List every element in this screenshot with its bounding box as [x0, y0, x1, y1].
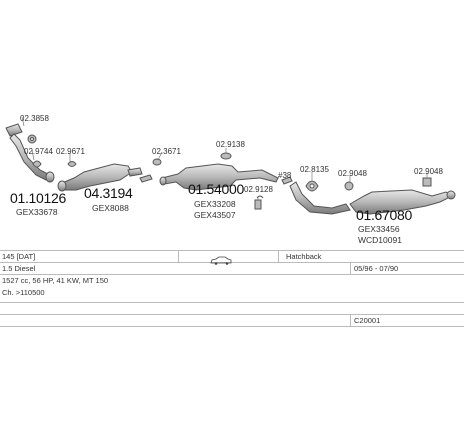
leader-lines: [21, 116, 428, 200]
car-icon: [210, 252, 232, 270]
exhaust-diagram: 02.3858 02.9744 02.9671 02.3671 02.9138 …: [5, 114, 456, 245]
info-row-4: [0, 302, 464, 303]
catalyst-shape: [57, 163, 143, 192]
fitting-label-2: 02.9744: [24, 147, 53, 156]
date-range-text: 05/96 - 07/90: [354, 264, 399, 273]
middle-silencer-shape: [159, 163, 279, 191]
fitting-6-shape: [254, 195, 264, 210]
vehicle-info-table: 145 [DAT] Hatchback 1.5 Diesel 05/96 - 0…: [0, 250, 464, 340]
part-number-2: 04.3194: [84, 185, 133, 201]
info-row-2: [0, 262, 464, 263]
chassis-text: Ch. >110500: [2, 288, 45, 297]
front-pipe: [5, 123, 55, 183]
info-row-3: [0, 274, 464, 275]
part-code-2: GEX8088: [92, 203, 129, 213]
fitting-7-shape: [281, 176, 293, 185]
rear-silencer-shape: [349, 189, 456, 215]
reference-text: C20001: [354, 316, 381, 325]
fitting-label-10: 02.9048: [414, 167, 443, 176]
part-number-4: 01.67080: [356, 207, 412, 223]
fitting-8-shape: [305, 180, 319, 192]
spec-text: 1527 cc, 56 HP, 41 KW, MT 150: [2, 276, 109, 285]
part-code-1: GEX33678: [16, 207, 58, 217]
part-code-4a: GEX33456: [358, 224, 400, 234]
fitting-label-1: 02.3858: [20, 114, 49, 123]
divider: [278, 250, 279, 262]
fitting-10-shape: [422, 177, 432, 187]
info-row-6: [0, 326, 464, 327]
fitting-label-6: 02.9128: [244, 185, 273, 194]
part-code-3b: GEX43507: [194, 210, 236, 220]
fitting-1-shape: [27, 134, 37, 144]
body-type-text: Hatchback: [286, 252, 322, 261]
fitting-2-shape: [32, 160, 42, 168]
fitting-label-7: #38: [278, 171, 292, 180]
model-text: 145 [DAT]: [2, 252, 36, 261]
part-number-3: 01.54000: [188, 181, 244, 197]
fitting-3-shape: [67, 161, 77, 167]
info-row-5: [0, 314, 464, 315]
divider: [350, 262, 351, 274]
part-code-4b: WCD10091: [358, 235, 402, 245]
divider: [350, 314, 351, 326]
fitting-label-3: 02.9671: [56, 147, 85, 156]
divider: [178, 250, 179, 262]
fitting-label-4: 02.3671: [152, 147, 181, 156]
part-code-3a: GEX33208: [194, 199, 236, 209]
info-row-1: [0, 250, 464, 251]
rear-pipe: [289, 181, 351, 215]
exhaust-drawing: [5, 116, 456, 215]
fitting-label-9: 02.9048: [338, 169, 367, 178]
fitting-4-shape: [139, 158, 162, 183]
fitting-label-8: 02.8135: [300, 165, 329, 174]
engine-text: 1.5 Diesel: [2, 264, 36, 273]
fitting-label-5: 02.9138: [216, 140, 245, 149]
part-number-1: 01.10126: [10, 190, 66, 206]
fitting-9-shape: [344, 181, 354, 191]
fitting-5-shape: [220, 152, 232, 160]
